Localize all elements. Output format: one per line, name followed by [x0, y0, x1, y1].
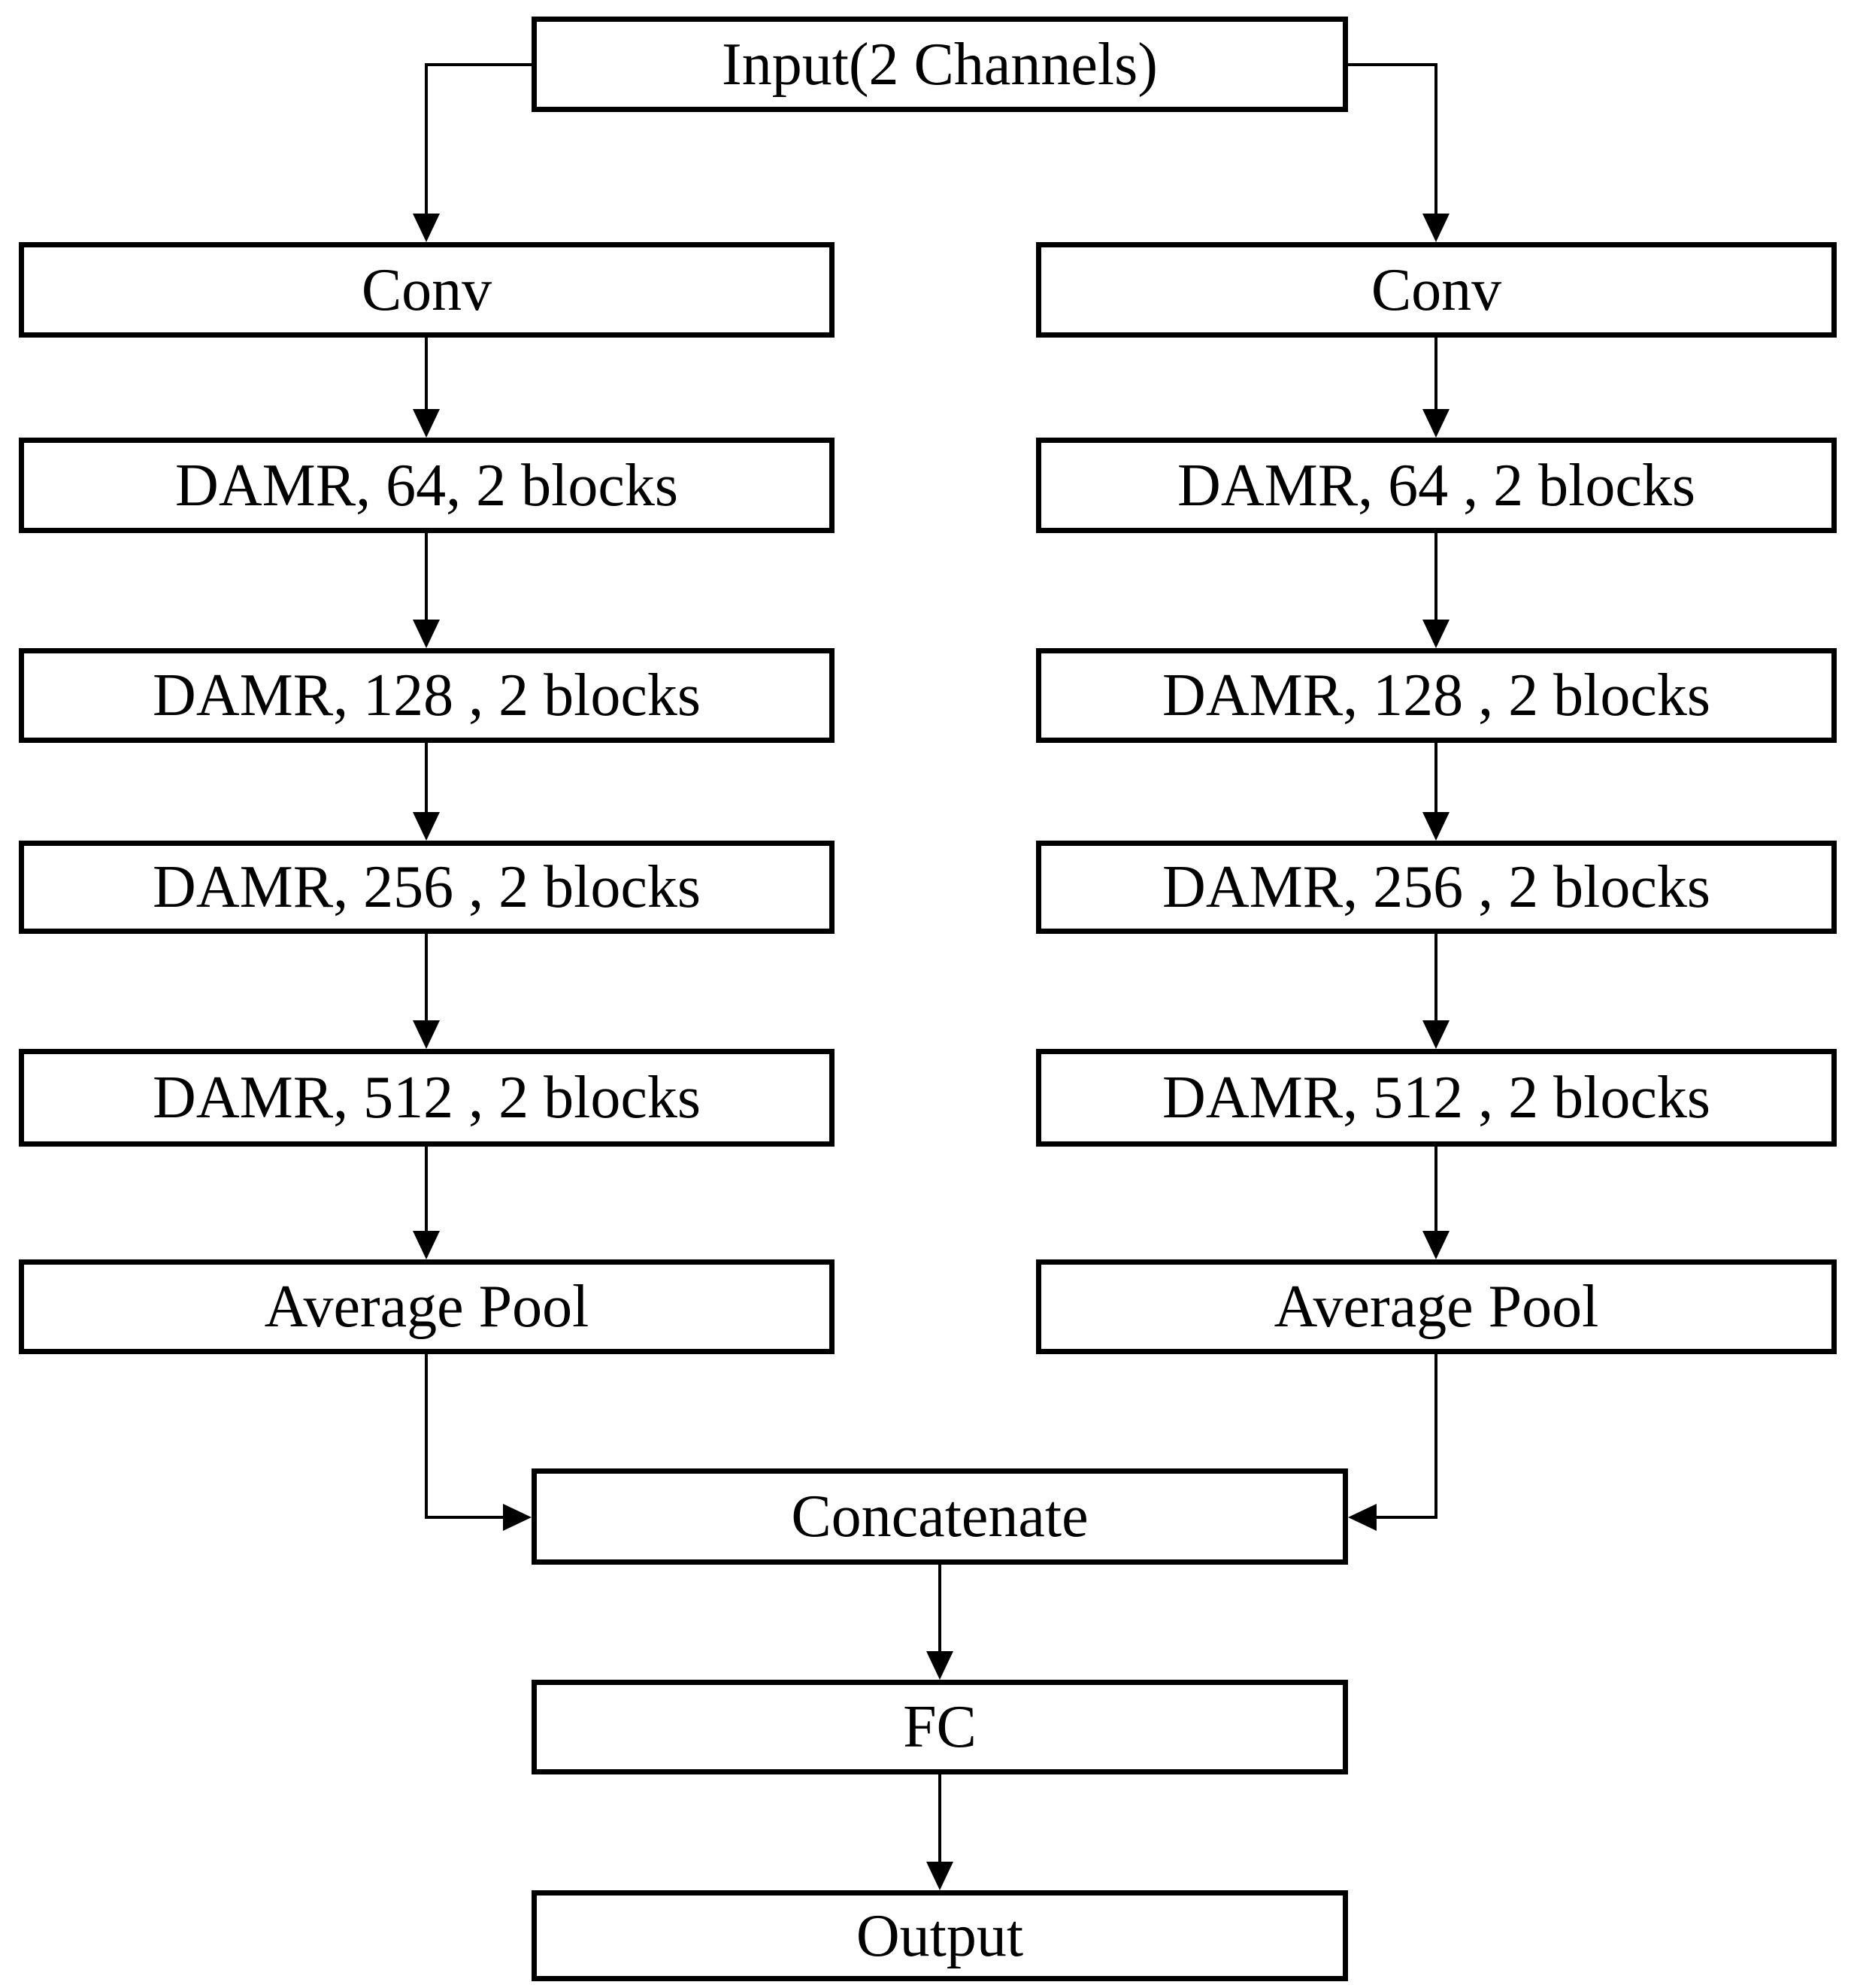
node-damr64-left: DAMR, 64, 2 blocks	[19, 438, 835, 533]
connector-concat-fc	[938, 1565, 941, 1651]
node-avgpool-right: Average Pool	[1036, 1259, 1837, 1354]
connector-conv-damr64-left	[425, 338, 428, 415]
connector-damr512-avgpool-right	[1434, 1147, 1437, 1237]
arrowhead-output	[926, 1862, 953, 1890]
arrowhead-conv-left	[413, 214, 440, 242]
connector-avgpool-concat-right-horizontal	[1371, 1516, 1437, 1519]
connector-input-to-conv-right-vertical	[1434, 63, 1437, 220]
node-avgpool-left: Average Pool	[19, 1259, 835, 1354]
node-conv-right: Conv	[1036, 242, 1837, 338]
node-damr256-left: DAMR, 256 , 2 blocks	[19, 841, 835, 934]
connector-damr512-avgpool-left	[425, 1147, 428, 1237]
node-damr128-left: DAMR, 128 , 2 blocks	[19, 648, 835, 743]
node-damr512-left: DAMR, 512 , 2 blocks	[19, 1049, 835, 1147]
node-concatenate: Concatenate	[532, 1468, 1348, 1565]
connector-damr64-damr128-right	[1434, 533, 1437, 626]
arrowhead-concat-right	[1348, 1504, 1377, 1531]
arrowhead-damr64-left	[413, 409, 440, 438]
arrowhead-avgpool-right	[1422, 1231, 1450, 1259]
connector-avgpool-concat-left-horizontal	[425, 1516, 509, 1519]
arrowhead-damr64-right	[1422, 409, 1450, 438]
connector-input-to-conv-right-horizontal	[1348, 63, 1436, 66]
connector-fc-output	[938, 1774, 941, 1862]
connector-input-to-conv-left-horizontal	[426, 63, 532, 66]
arrowhead-concat-left	[503, 1504, 532, 1531]
arrowhead-damr128-right	[1422, 620, 1450, 648]
connector-avgpool-concat-left-vertical	[425, 1354, 428, 1519]
node-damr256-right: DAMR, 256 , 2 blocks	[1036, 841, 1837, 934]
arrowhead-damr256-left	[413, 812, 440, 841]
node-input: Input(2 Channels)	[532, 17, 1348, 112]
arrowhead-conv-right	[1422, 214, 1450, 242]
node-output: Output	[532, 1890, 1348, 1981]
arrowhead-avgpool-left	[413, 1231, 440, 1259]
connector-input-to-conv-left-vertical	[425, 63, 428, 220]
arrowhead-fc	[926, 1651, 953, 1680]
node-fc: FC	[532, 1680, 1348, 1774]
connector-damr256-damr512-right	[1434, 934, 1437, 1026]
connector-avgpool-concat-right-vertical	[1434, 1354, 1437, 1519]
connector-damr256-damr512-left	[425, 934, 428, 1026]
arrowhead-damr256-right	[1422, 812, 1450, 841]
node-damr128-right: DAMR, 128 , 2 blocks	[1036, 648, 1837, 743]
connector-damr128-damr256-left	[425, 743, 428, 818]
arrowhead-damr512-right	[1422, 1020, 1450, 1049]
connector-damr64-damr128-left	[425, 533, 428, 626]
connector-conv-damr64-right	[1434, 338, 1437, 415]
node-damr64-right: DAMR, 64 , 2 blocks	[1036, 438, 1837, 533]
connector-damr128-damr256-right	[1434, 743, 1437, 818]
arrowhead-damr512-left	[413, 1020, 440, 1049]
node-damr512-right: DAMR, 512 , 2 blocks	[1036, 1049, 1837, 1147]
node-conv-left: Conv	[19, 242, 835, 338]
arrowhead-damr128-left	[413, 620, 440, 648]
